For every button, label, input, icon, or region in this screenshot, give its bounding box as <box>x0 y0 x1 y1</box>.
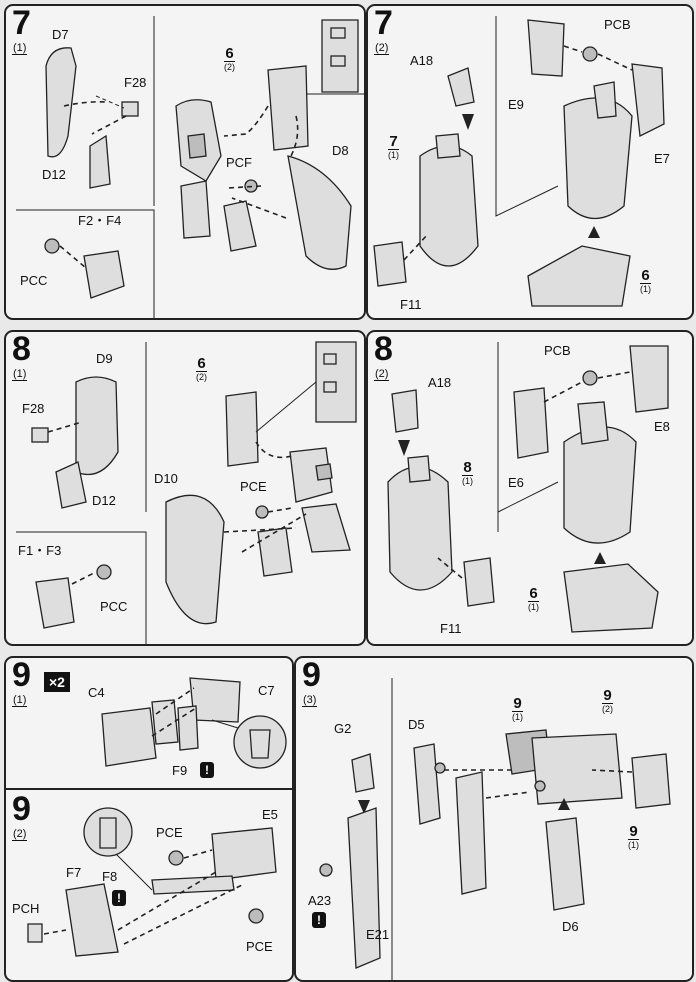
part-label: D8 <box>332 143 349 158</box>
ref-substep: (2) <box>602 703 613 714</box>
caution-icon: ! <box>200 762 214 778</box>
reference-step: 6 (2) <box>196 356 207 382</box>
part-label: F2・F4 <box>78 213 122 228</box>
step-7-2-diagram <box>373 16 665 307</box>
part-label: F28 <box>124 75 147 90</box>
part-label: PCC <box>20 273 48 288</box>
ref-substep: (1) <box>628 839 639 850</box>
step-7-1-panel: 7 (1) D7 F28 D12 PCF D8 F2・F4 PCC 6 (2) <box>4 4 366 320</box>
ref-substep: (1) <box>528 601 539 612</box>
part-label: PCE <box>240 479 267 494</box>
step-9-1-diagram <box>101 677 287 769</box>
part-label: PCH <box>12 901 40 916</box>
part-label: E8 <box>654 419 670 434</box>
substep-label: (1) <box>12 368 28 381</box>
part-label: D5 <box>408 717 425 732</box>
part-label: C7 <box>258 683 275 698</box>
part-label: E9 <box>508 97 524 112</box>
part-label: E6 <box>508 475 524 490</box>
reference-step: 6 (1) <box>528 586 539 612</box>
step-number: 8 <box>374 330 393 368</box>
ref-number: 8 <box>463 459 472 476</box>
part-label: F1・F3 <box>18 543 62 558</box>
ref-number: 9 <box>629 823 638 840</box>
ref-number: 6 <box>197 355 206 372</box>
part-label: D12 <box>42 167 66 182</box>
part-label: F9 <box>172 763 188 778</box>
caution-icon: ! <box>312 912 326 928</box>
ref-substep: (1) <box>462 475 473 486</box>
ref-number: 6 <box>641 267 650 284</box>
ref-substep: (1) <box>388 149 399 160</box>
part-label: A23 <box>308 893 332 908</box>
step-7-1-diagram <box>16 16 364 318</box>
step-9-3-diagram <box>319 678 671 980</box>
step-number: 7 <box>12 4 31 42</box>
ref-number: 6 <box>529 585 538 602</box>
reference-step: 8 (1) <box>462 460 473 486</box>
part-label: A18 <box>428 375 452 390</box>
part-label: PCE <box>246 939 273 954</box>
ref-substep: (1) <box>512 711 523 722</box>
step-8-2-panel: 8 (2) A18 PCB E8 E6 F11 8 (1) 6 (1) <box>366 330 694 646</box>
reference-step: 9 (1) <box>512 696 523 722</box>
part-label: PCC <box>100 599 128 614</box>
reference-step: 9 (1) <box>628 824 639 850</box>
step-9-1-2-panel: 9 (1) ×2 C4 C7 F9 ! 9 (2) PCE E5 F7 F8 !… <box>4 656 294 982</box>
step-number: 9 <box>302 656 321 694</box>
substep-label: (2) <box>374 368 390 381</box>
quantity-badge: ×2 <box>44 672 70 692</box>
part-label: E21 <box>366 927 390 942</box>
reference-step: 9 (2) <box>602 688 613 714</box>
step-9-2-diagram <box>27 807 277 957</box>
step-number: 8 <box>12 330 31 368</box>
part-label: E7 <box>654 151 670 166</box>
substep-label: (1) <box>12 694 28 707</box>
substep-label: (1) <box>12 42 28 55</box>
ref-number: 6 <box>225 45 234 62</box>
caution-icon: ! <box>112 890 126 906</box>
part-label: D12 <box>92 493 116 508</box>
part-label: D7 <box>52 27 69 42</box>
reference-step: 6 (2) <box>224 46 235 72</box>
step-8-1-diagram <box>16 341 357 644</box>
ref-substep: (2) <box>196 371 207 382</box>
substep-label: (2) <box>12 828 28 841</box>
part-label: A18 <box>410 53 434 68</box>
part-label: F11 <box>440 621 462 636</box>
substep-label: (2) <box>374 42 390 55</box>
part-label: E5 <box>262 807 278 822</box>
ref-substep: (1) <box>640 283 651 294</box>
step-number: 9 <box>12 790 31 828</box>
ref-number: 9 <box>603 687 612 704</box>
step-9-3-panel: 9 (3) G2 D5 A23 ! E21 D6 9 (1) 9 (2) 9 (… <box>294 656 694 982</box>
part-label: PCB <box>604 17 631 32</box>
ref-substep: (2) <box>224 61 235 72</box>
step-number: 7 <box>374 4 393 42</box>
part-label: D9 <box>96 351 113 366</box>
ref-number: 7 <box>389 133 398 150</box>
part-label: F28 <box>22 401 45 416</box>
reference-step: 7 (1) <box>388 134 399 160</box>
part-label: F8 <box>102 869 118 884</box>
step-7-2-panel: 7 (2) A18 PCB E9 E7 F11 7 (1) 6 (1) <box>366 4 694 320</box>
part-label: C4 <box>88 685 105 700</box>
section-divider <box>6 788 292 790</box>
part-label: F7 <box>66 865 82 880</box>
part-label: D10 <box>154 471 178 486</box>
step-8-1-panel: 8 (1) D9 F28 D12 D10 PCE F1・F3 PCC 6 (2) <box>4 330 366 646</box>
part-label: D6 <box>562 919 579 934</box>
step-number: 9 <box>12 656 31 694</box>
part-label: G2 <box>334 721 352 736</box>
part-label: PCE <box>156 825 183 840</box>
step-8-2-diagram <box>387 342 669 633</box>
part-label: PCF <box>226 155 252 170</box>
ref-number: 9 <box>513 695 522 712</box>
part-label: F11 <box>400 297 422 312</box>
substep-label: (3) <box>302 694 318 707</box>
reference-step: 6 (1) <box>640 268 651 294</box>
part-label: PCB <box>544 343 571 358</box>
